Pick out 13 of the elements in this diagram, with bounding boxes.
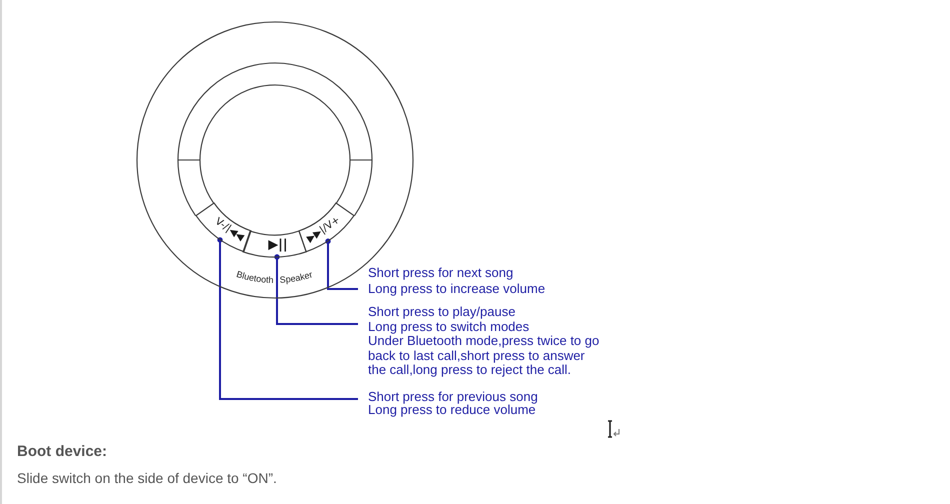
instruction-sentence: Slide switch on the side of device to “ON”. (17, 470, 277, 487)
leader-line (325, 238, 358, 290)
instruction-text: Under Bluetooth mode,press twice to go back to last call,short press to answer the call,long press to reject the call. (368, 334, 600, 378)
speaker-label: Bluetooth Speaker (235, 269, 314, 285)
leader-line (274, 254, 358, 325)
leader-line (217, 237, 358, 400)
instruction-text: Long press to switch modes (368, 320, 530, 334)
instruction-text: Long press to reduce volume (368, 402, 536, 416)
section-heading: Boot device: (17, 443, 108, 461)
instruction-text: Short press to play/pause (368, 305, 516, 320)
instruction-text: Short press for next song (368, 265, 514, 281)
instruction-text: Short press for previous song (368, 390, 539, 402)
instruction-text: Long press to increase volume (368, 281, 546, 297)
